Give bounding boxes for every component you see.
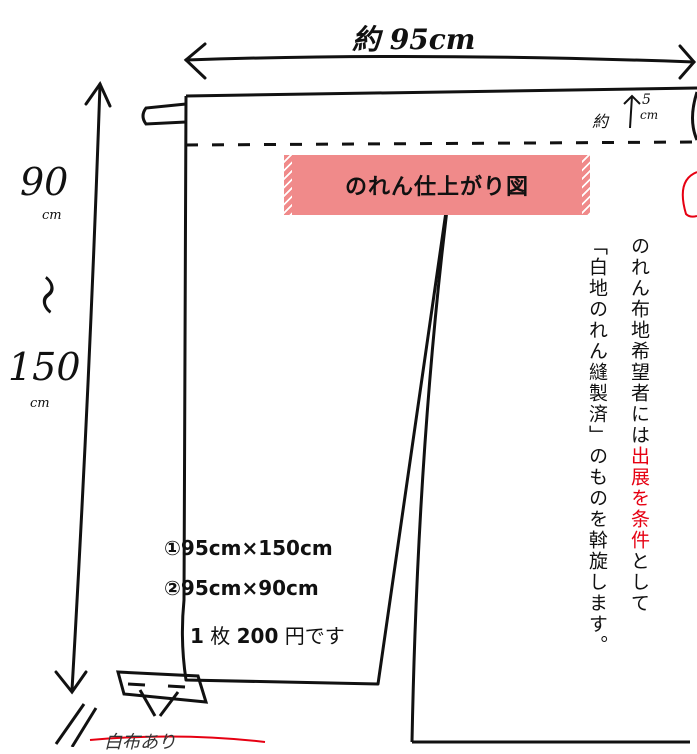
width-label: 約 95cm [352, 18, 475, 58]
bottom-note: 白布あり [104, 728, 176, 754]
size-option-2: ②95cm×90cm [164, 576, 319, 600]
side-note-column-1: のれん布地希望者には出展を条件として [626, 236, 652, 614]
height-bottom-unit: cm [30, 396, 50, 411]
height-top-label: 90 [20, 160, 68, 204]
fold-size-arrow [624, 96, 640, 128]
height-top-unit: cm [42, 208, 62, 223]
condition-highlight: 出展を条件 [628, 446, 650, 551]
side-note-column-2: 「白地のれん縫製済」のものを斡旋します。 [584, 236, 610, 656]
height-separator: 〜 [21, 271, 79, 311]
title-banner: のれん仕上がり図 [287, 155, 587, 215]
price-line: 1 枚 200 円です [190, 620, 345, 649]
fold-value: 5 [642, 92, 651, 108]
title-text: のれん仕上がり図 [345, 169, 529, 201]
fold-label: 約 [592, 108, 608, 132]
fold-unit: cm [640, 108, 658, 122]
height-bottom-label: 150 [8, 345, 81, 389]
red-annotation-right [683, 172, 697, 217]
curtain-rod [143, 88, 697, 124]
fold-line [186, 142, 697, 145]
right-panel-outline [412, 170, 452, 742]
rod-end-right [693, 92, 697, 140]
size-option-1: ①95cm×150cm [164, 536, 333, 560]
